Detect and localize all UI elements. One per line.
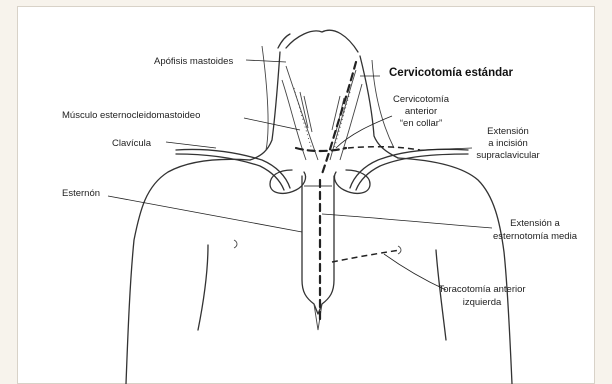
clavicles [176,149,468,190]
label-clavicle: Clavícula [112,138,152,149]
leader-scm [244,118,300,130]
label-collar-line3: “en collar” [400,118,442,129]
label-scm: Músculo esternocleidomastoideo [62,110,200,121]
sternum [302,176,334,330]
label-supra-line3: supraclavicular [476,150,539,161]
label-thoracotomy-line2: izquierda [463,297,502,308]
label-standard-cervicotomy: Cervicotomía estándar [389,67,514,79]
label-sternotomy-line1: Extensión a [510,218,560,229]
label-collar-line2: anterior [405,106,437,117]
leader-clavicle [166,142,216,148]
label-sternum: Esternón [62,188,100,199]
leader-sternotomy [322,214,492,228]
label-mastoid: Apófisis mastoides [154,56,233,67]
label-supra-line1: Extensión [487,126,529,137]
leader-collar [336,116,392,148]
thoracotomy-incision [332,250,400,262]
label-sternotomy-line2: esternotomía media [493,231,578,242]
collar-incision [296,148,346,151]
label-supra-line2: a incisión [488,138,528,149]
label-thoracotomy-line1: Toracotomía anterior [438,284,525,295]
label-collar-line1: Cervicotomía [393,94,450,105]
chest-details [234,240,401,254]
